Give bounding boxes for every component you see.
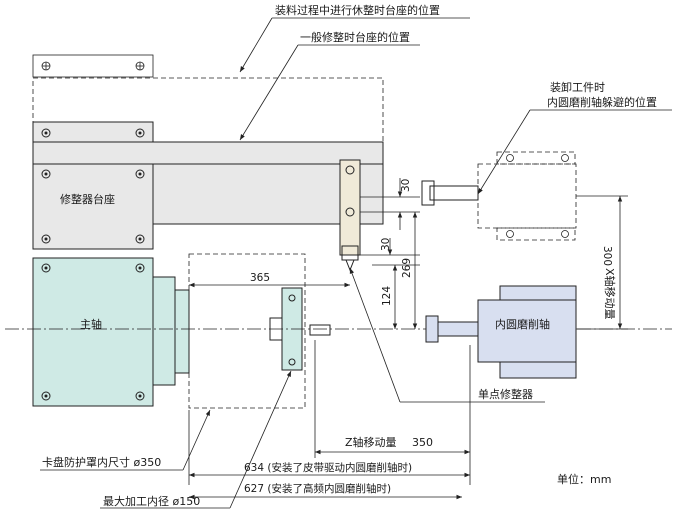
- bolt-icon: [41, 128, 145, 244]
- unit-label: 单位：mm: [557, 472, 611, 486]
- chuck-guard-label: 卡盘防护罩内尺寸 ø350: [42, 455, 161, 469]
- x-axis-travel-label: X轴移动量: [603, 268, 617, 320]
- dim-124: 124: [381, 286, 393, 306]
- bolt-icon: [41, 263, 145, 401]
- dim-30-mid: 30: [380, 238, 392, 251]
- z-axis-travel-value: 350: [412, 436, 433, 449]
- unload-position-label-line1: 装卸工件时: [550, 80, 605, 94]
- dim-365: 365: [250, 272, 270, 284]
- single-point-dresser-label: 单点修整器: [478, 387, 533, 401]
- general-position-label: 一般修整时台座的位置: [300, 30, 410, 44]
- unload-position-label-line2: 内圆磨削轴躲避的位置: [547, 95, 657, 109]
- z-axis-travel-label: Z轴移动量: [345, 435, 397, 449]
- dim-300: 300: [601, 246, 613, 266]
- chuck-guard-outline: [188, 253, 306, 409]
- max-bore-label: 最大加工内径 ø150: [103, 494, 200, 508]
- dim-627: 627 (安装了高频内圆磨削轴时): [244, 482, 391, 495]
- dresser-base: [32, 121, 154, 250]
- dresser-base-label: 修整器台座: [60, 192, 115, 206]
- dim-269: 269: [401, 258, 413, 278]
- spindle-label: 主轴: [80, 317, 102, 331]
- spindle-body: [32, 257, 154, 407]
- internal-grinding-spindle-label: 内圆磨削轴: [495, 317, 550, 331]
- dim-634: 634 (安装了皮带驱动内圆磨削轴时): [244, 461, 412, 474]
- rest-position-label: 装料过程中进行休整时台座的位置: [275, 3, 440, 17]
- internal-grinding-spindle: [477, 299, 577, 363]
- grinder-retract-outline: [477, 163, 577, 229]
- dim-30-top: 30: [400, 179, 412, 192]
